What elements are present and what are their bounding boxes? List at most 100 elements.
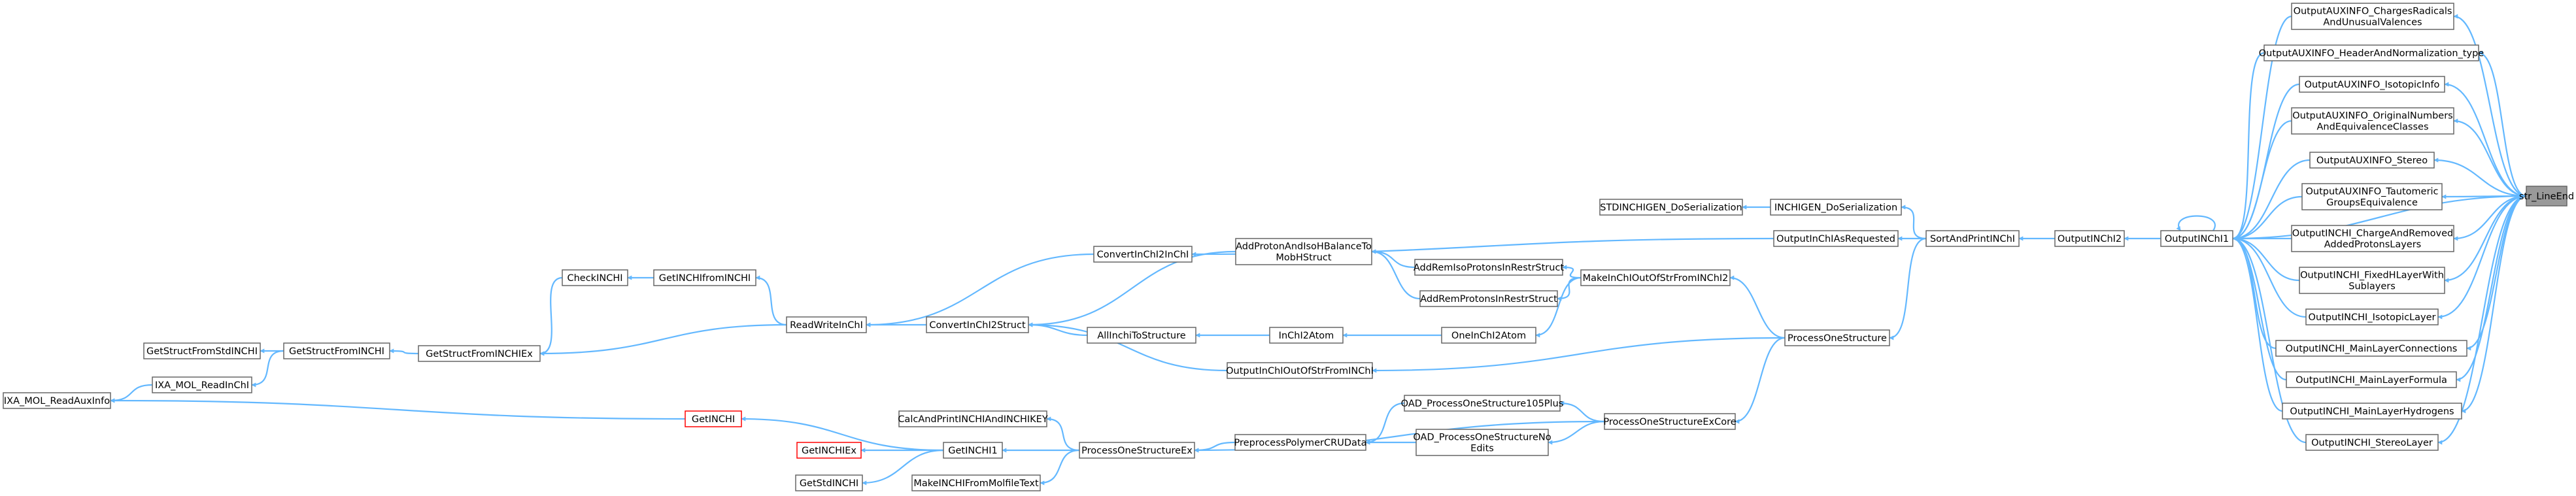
node-getstdinchi[interactable]: GetStdINCHI (795, 474, 863, 491)
edge-ixa_readinchi-getstructfrominchi (251, 350, 284, 388)
edge-ixa_readaux-ixa_readinchi (110, 384, 153, 403)
node-box (911, 474, 1041, 491)
node-label: INCHIGEN_DoSerialization (1774, 203, 1897, 213)
node-getinchifrominchi[interactable]: GetINCHIfromINCHI (653, 269, 756, 286)
node-label: OneInChI2Atom (1451, 331, 1526, 341)
node-label: GetINCHIfromINCHI (659, 273, 751, 284)
node-preprocess[interactable]: PreprocessPolymerCRUData (1234, 434, 1367, 451)
node-label: GetINCHIEx (802, 446, 856, 456)
node-getstructfrominchi[interactable]: GetStructFromINCHI (283, 342, 390, 359)
node-stdinchigen[interactable]: STDINCHIGEN_DoSerialization (1599, 199, 1743, 216)
node-label: InChI2Atom (1279, 331, 1334, 341)
node-label: OutputAUXINFO_ChargesRadicals (2294, 7, 2452, 17)
node-allinchitostructure[interactable]: AllInchiToStructure (1087, 327, 1196, 344)
node-label: IXA_MOL_ReadAuxInfo (4, 396, 110, 406)
edge-aux_orig-str_LineEnd (2453, 118, 2527, 197)
node-inchi_mainhyd[interactable]: OutputINCHI_MainLayerHydrogens (2282, 403, 2462, 420)
node-makeinchioutof[interactable]: MakeInChIOutOfStrFromINChI2 (1580, 269, 1731, 286)
node-oad105[interactable]: OAD_ProcessOneStructure105Plus (1401, 395, 1564, 412)
node-processoneex[interactable]: ProcessOneStructureExCore (1603, 413, 1737, 430)
node-box (2305, 434, 2439, 451)
node-inchi_stereo[interactable]: OutputINCHI_StereoLayer (2305, 434, 2439, 451)
edge-outputinchi1-str_LineEnd (2232, 195, 2527, 241)
node-box (2526, 186, 2568, 207)
node-box (562, 269, 628, 286)
node-checkinchi[interactable]: CheckINCHI (562, 269, 628, 286)
node-label: OAD_ProcessOneStructure105Plus (1401, 399, 1564, 409)
node-aux_taut[interactable]: OutputAUXINFO_TautomericGroupsEquivalenc… (2301, 183, 2443, 210)
node-box (1604, 413, 1736, 430)
node-aux_charges[interactable]: OutputAUXINFO_ChargesRadicalsAndUnusualV… (2291, 3, 2454, 30)
edge-addprotonand-addremprot (1371, 249, 1421, 300)
node-label: MobHStruct (1276, 253, 1332, 263)
node-convertinchi2inchi[interactable]: ConvertInChI2InChI (1093, 246, 1193, 263)
node-box (943, 442, 1003, 459)
node-box (1784, 329, 1890, 346)
node-getinchi1[interactable]: GetINCHI1 (943, 442, 1003, 459)
node-box (926, 316, 1029, 333)
node-inchigen[interactable]: INCHIGEN_DoSerialization (1770, 199, 1902, 216)
node-getstructfrominchiex[interactable]: GetStructFromINCHIEx (418, 345, 541, 362)
node-label: ProcessOneStructureExCore (1603, 417, 1736, 427)
edge-readwriteinchi-convertinchi2inchi (866, 253, 1094, 327)
node-label: GetStructFromINCHIEx (426, 349, 533, 359)
node-getstructfromstd[interactable]: GetStructFromStdINCHI (143, 342, 261, 359)
node-getinchiex[interactable]: GetINCHIEx (796, 442, 862, 459)
edge-outputinchi1-aux_charges (2232, 15, 2292, 241)
node-label: GetStructFromINCHI (289, 346, 384, 357)
node-box (1415, 429, 1549, 456)
node-str_LineEnd[interactable]: str_LineEnd (2519, 186, 2574, 207)
node-box (2299, 267, 2445, 294)
edge-inchi_mainhyd-str_LineEnd (2461, 195, 2527, 414)
node-convertinchi2struct[interactable]: ConvertInChI2Struct (926, 316, 1029, 333)
node-inchi2atom[interactable]: InChI2Atom (1269, 327, 1344, 344)
node-label: GetINCHI1 (948, 446, 998, 456)
node-addremprot[interactable]: AddRemProtonsInRestrStruct (1419, 290, 1558, 307)
node-processoneex2[interactable]: ProcessOneStructureEx (1079, 442, 1195, 459)
node-sortandprint[interactable]: SortAndPrintINChI (1925, 230, 2020, 247)
node-inchi_mainconn[interactable]: OutputINCHI_MainLayerConnections (2275, 340, 2467, 357)
node-makeinchimolfile[interactable]: MakeINCHIFromMolfileText (911, 474, 1041, 491)
node-label: OutputAUXINFO_HeaderAndNormalization_typ… (2259, 48, 2484, 59)
node-aux_orig[interactable]: OutputAUXINFO_OriginalNumbersAndEquivale… (2291, 107, 2454, 135)
node-box (2291, 3, 2454, 30)
node-aux_header[interactable]: OutputAUXINFO_HeaderAndNormalization_typ… (2259, 44, 2484, 61)
node-processone[interactable]: ProcessOneStructure (1784, 329, 1890, 346)
node-label: ConvertInChI2InChI (1097, 250, 1189, 260)
node-label: ReadWriteInChI (790, 320, 863, 331)
node-box (1925, 230, 2020, 247)
node-box (898, 410, 1047, 427)
edge-preprocess-oad105 (1365, 402, 1405, 445)
node-box (786, 316, 867, 333)
node-getinchi[interactable]: GetINCHI (685, 410, 742, 427)
node-oneinchi2atom[interactable]: OneInChI2Atom (1441, 327, 1536, 344)
node-label: AllInchiToStructure (1097, 331, 1185, 341)
node-inchi_isotopic[interactable]: OutputINCHI_IsotopicLayer (2305, 308, 2439, 325)
edge-outputinchi1-inchi_mainhyd (2232, 236, 2283, 412)
node-label: str_LineEnd (2519, 191, 2574, 202)
node-outputinchi1[interactable]: OutputINChI1 (2160, 230, 2233, 247)
node-label: AndEquivalenceClasses (2316, 122, 2428, 133)
node-outputinchioutof[interactable]: OutputInChIOutOfStrFromINChI (1226, 362, 1374, 379)
node-box (3, 392, 111, 409)
edge-outputinchioutof-processone (1372, 337, 1786, 373)
edge-processone-sortandprint (1889, 237, 1927, 340)
node-inchi_charge[interactable]: OutputINCHI_ChargeAndRemovedAddedProtons… (2291, 225, 2454, 252)
node-aux_stereo[interactable]: OutputAUXINFO_Stereo (2309, 152, 2435, 169)
node-box (2160, 230, 2233, 247)
node-calcandprint[interactable]: CalcAndPrintINCHIAndINCHIKEY (898, 410, 1048, 427)
edge-outputinchi1-inchi_mainconn (2232, 236, 2277, 350)
node-outputasreq[interactable]: OutputInChIAsRequested (1773, 230, 1899, 247)
node-aux_isotopic[interactable]: OutputAUXINFO_IsotopicInfo (2299, 76, 2445, 93)
node-outputinchi2[interactable]: OutputINChI2 (2054, 230, 2125, 247)
node-readwriteinchi[interactable]: ReadWriteInChI (786, 316, 867, 333)
node-box (1414, 259, 1563, 276)
node-inchi_mainform[interactable]: OutputINCHI_MainLayerFormula (2286, 371, 2457, 388)
node-addremiso[interactable]: AddRemIsoProtonsInRestrStruct (1414, 259, 1565, 276)
node-label: OutputAUXINFO_OriginalNumbers (2292, 111, 2453, 122)
node-ixa_readinchi[interactable]: IXA_MOL_ReadInChI (152, 376, 252, 393)
node-ixa_readaux[interactable]: IXA_MOL_ReadAuxInfo (3, 392, 111, 409)
